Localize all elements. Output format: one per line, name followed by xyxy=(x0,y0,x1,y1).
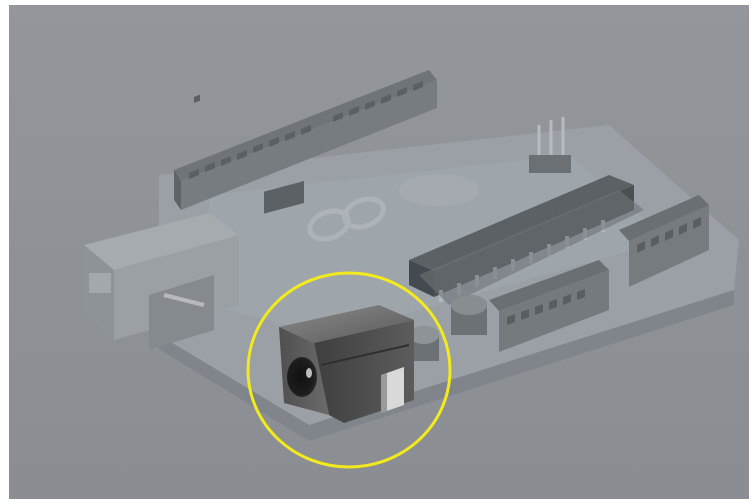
highlight-circle xyxy=(246,271,452,469)
digital-header xyxy=(174,70,437,210)
usb-port xyxy=(84,213,239,350)
microcontroller-chip xyxy=(409,175,644,305)
arduino-logo-mark xyxy=(307,196,386,242)
board-label-area xyxy=(399,174,479,206)
dc-power-jack xyxy=(279,305,414,423)
arduino-illustration xyxy=(9,5,749,499)
analog-header xyxy=(619,195,709,287)
photo xyxy=(9,5,749,499)
icsp-header xyxy=(529,117,571,173)
smd-chip xyxy=(264,180,304,214)
power-header xyxy=(489,260,609,352)
